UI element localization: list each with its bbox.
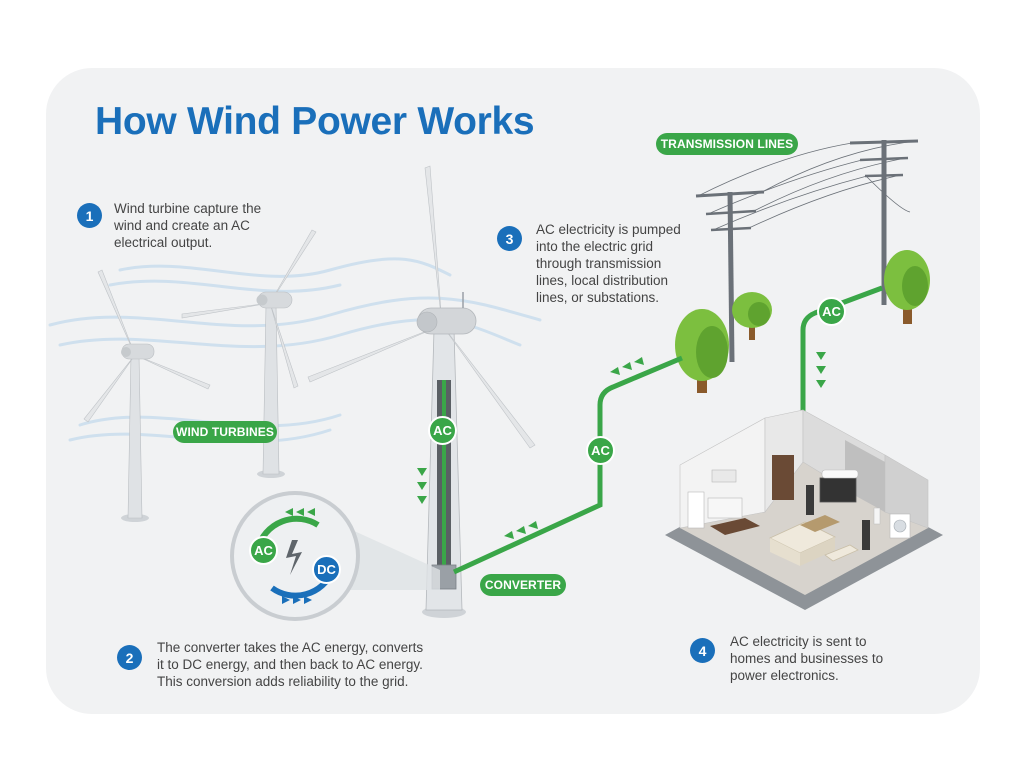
step-4-text: AC electricity is sent to homes and busi…	[730, 634, 884, 683]
ac-flow-line	[417, 285, 883, 575]
wind-turbine-small	[83, 269, 211, 522]
diagram-card	[46, 68, 980, 714]
ac-badge-grid: AC	[586, 436, 615, 465]
converter-label: CONVERTER	[480, 574, 566, 596]
ac-badge-home: AC	[817, 297, 846, 326]
step-2-text: The converter takes the AC energy, conve…	[157, 640, 424, 689]
ac-badge-converter: AC	[249, 536, 278, 565]
page-title: How Wind Power Works	[95, 100, 535, 143]
transmission-lines-label: TRANSMISSION LINES	[656, 133, 798, 155]
step-3-number: 3	[497, 226, 522, 251]
dc-badge-converter: DC	[312, 555, 341, 584]
ac-badge-turbine: AC	[428, 416, 457, 445]
house-cutaway	[665, 409, 943, 610]
step-4-number: 4	[690, 638, 715, 663]
wind-turbine-large	[307, 165, 536, 618]
step-2-number: 2	[117, 645, 142, 670]
power-line-towers	[695, 139, 919, 363]
step-3-text: AC electricity is pumped into the electr…	[536, 222, 681, 305]
trees	[675, 250, 930, 393]
step-1-number: 1	[77, 203, 102, 228]
wind-turbines-label: WIND TURBINES	[173, 421, 277, 443]
step-1-text: Wind turbine capture the wind and create…	[114, 201, 262, 250]
